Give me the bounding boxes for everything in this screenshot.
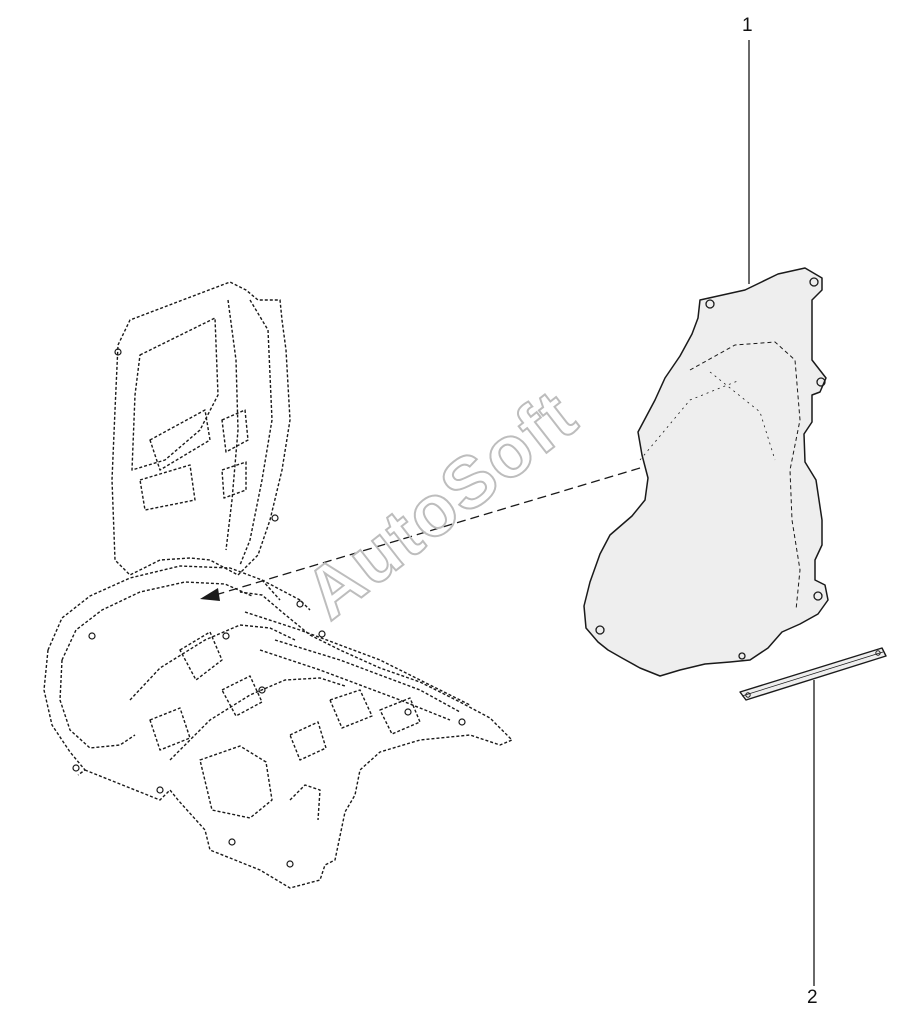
wheel-arch-inner — [61, 581, 253, 661]
floor-tunnel-right — [169, 677, 346, 761]
heat-shield-contour-2 — [709, 371, 776, 461]
floor-recess-mid — [149, 707, 191, 751]
floor-recess-rear — [199, 745, 273, 819]
pillar-cutout-2 — [221, 461, 247, 499]
strip-hole-left — [745, 692, 751, 698]
floor-crossmember-1 — [244, 611, 471, 706]
heat-shield-contour-1 — [689, 341, 801, 611]
floor-rib-3 — [379, 697, 421, 735]
callout-label-2: 2 — [807, 987, 818, 1008]
floor-crossmember-2 — [259, 649, 451, 721]
pillar-inner-rib — [225, 299, 239, 551]
shell-mounting-holes — [72, 348, 466, 868]
pillar-cutout-1 — [221, 409, 249, 453]
pillar-cutout-4 — [139, 464, 196, 511]
assembly-arrow-head — [200, 588, 220, 601]
wheel-arch-front — [43, 649, 86, 776]
floor-rib-1 — [289, 784, 321, 821]
body-shell-assembly — [43, 281, 513, 889]
part-1-heat-shield — [583, 267, 829, 677]
pillar-cutout-3 — [149, 409, 211, 471]
heat-shield-outline — [583, 267, 829, 677]
watermark-text: AutoSoft — [291, 375, 592, 635]
wheel-arch-outer — [47, 565, 281, 651]
floor-rail-front — [261, 579, 311, 611]
heat-shield-holes — [595, 277, 826, 660]
pillar-window-opening — [131, 317, 219, 471]
pillar-inner-channel — [239, 299, 273, 566]
strip-hole-right — [875, 650, 881, 656]
floor-seat-mount-1 — [179, 631, 223, 681]
assembly-dash-line — [211, 467, 641, 597]
part-2-strip — [739, 647, 887, 701]
pillar-frame — [111, 281, 291, 576]
wheel-arch-lower — [59, 659, 136, 749]
floor-seat-mount-3 — [289, 721, 327, 761]
floor-tunnel-left — [129, 624, 296, 701]
floor-crossmember-3 — [274, 639, 461, 713]
callout-label-1: 1 — [742, 15, 753, 36]
floor-rib-2 — [329, 689, 373, 729]
floor-pan-outline — [84, 591, 513, 889]
heat-shield-contour-3 — [639, 379, 741, 461]
floor-seat-mount-2 — [221, 675, 263, 717]
